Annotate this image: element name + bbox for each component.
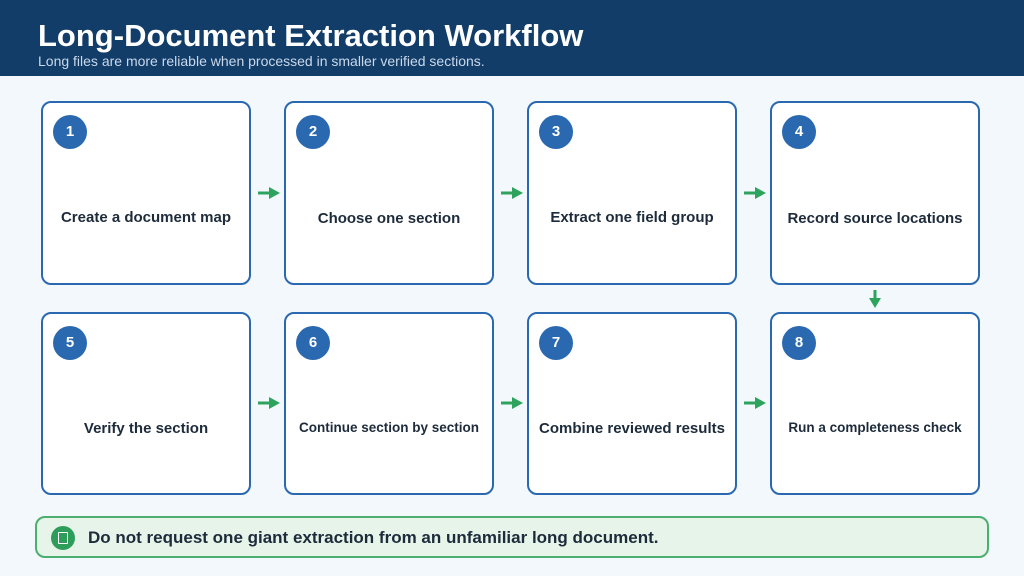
step-label: Extract one field group (550, 209, 714, 226)
step-label: Run a completeness check (788, 420, 962, 435)
arrow-right-icon (744, 187, 766, 199)
step-number-badge: 5 (53, 326, 87, 360)
step-label: Create a document map (60, 209, 232, 226)
step-card-8: 8 Run a completeness check (770, 312, 980, 495)
arrow-right-icon (258, 187, 280, 199)
header-banner: Long-Document Extraction Workflow Long f… (0, 0, 1024, 76)
step-card-5: 5 Verify the section (41, 312, 251, 495)
step-number-badge: 3 (539, 115, 573, 149)
step-label: Combine reviewed results (539, 420, 725, 437)
step-number-badge: 4 (782, 115, 816, 149)
arrow-right-icon (501, 397, 523, 409)
step-number-badge: 2 (296, 115, 330, 149)
warning-note: Do not request one giant extraction from… (35, 516, 989, 558)
step-card-6: 6 Continue section by section (284, 312, 494, 495)
step-card-3: 3 Extract one field group (527, 101, 737, 285)
step-card-4: 4 Record source locations (770, 101, 980, 285)
page-subtitle: Long files are more reliable when proces… (38, 53, 485, 69)
page-title: Long-Document Extraction Workflow (38, 18, 584, 53)
note-text: Do not request one giant extraction from… (88, 528, 659, 547)
step-number-badge: 8 (782, 326, 816, 360)
step-label: Verify the section (83, 420, 209, 437)
step-number-badge: 7 (539, 326, 573, 360)
step-card-2: 2 Choose one section (284, 101, 494, 285)
arrow-right-icon (744, 397, 766, 409)
step-card-1: 1 Create a document map (41, 101, 251, 285)
step-label: Choose one section (317, 210, 461, 227)
step-number-badge: 6 (296, 326, 330, 360)
arrow-down-icon (869, 290, 881, 308)
step-label: Continue section by section (298, 420, 480, 435)
step-label: Record source locations (787, 210, 963, 227)
step-number-badge: 1 (53, 115, 87, 149)
step-card-7: 7 Combine reviewed results (527, 312, 737, 495)
arrow-right-icon (501, 187, 523, 199)
arrow-right-icon (258, 397, 280, 409)
note-icon (51, 526, 75, 550)
